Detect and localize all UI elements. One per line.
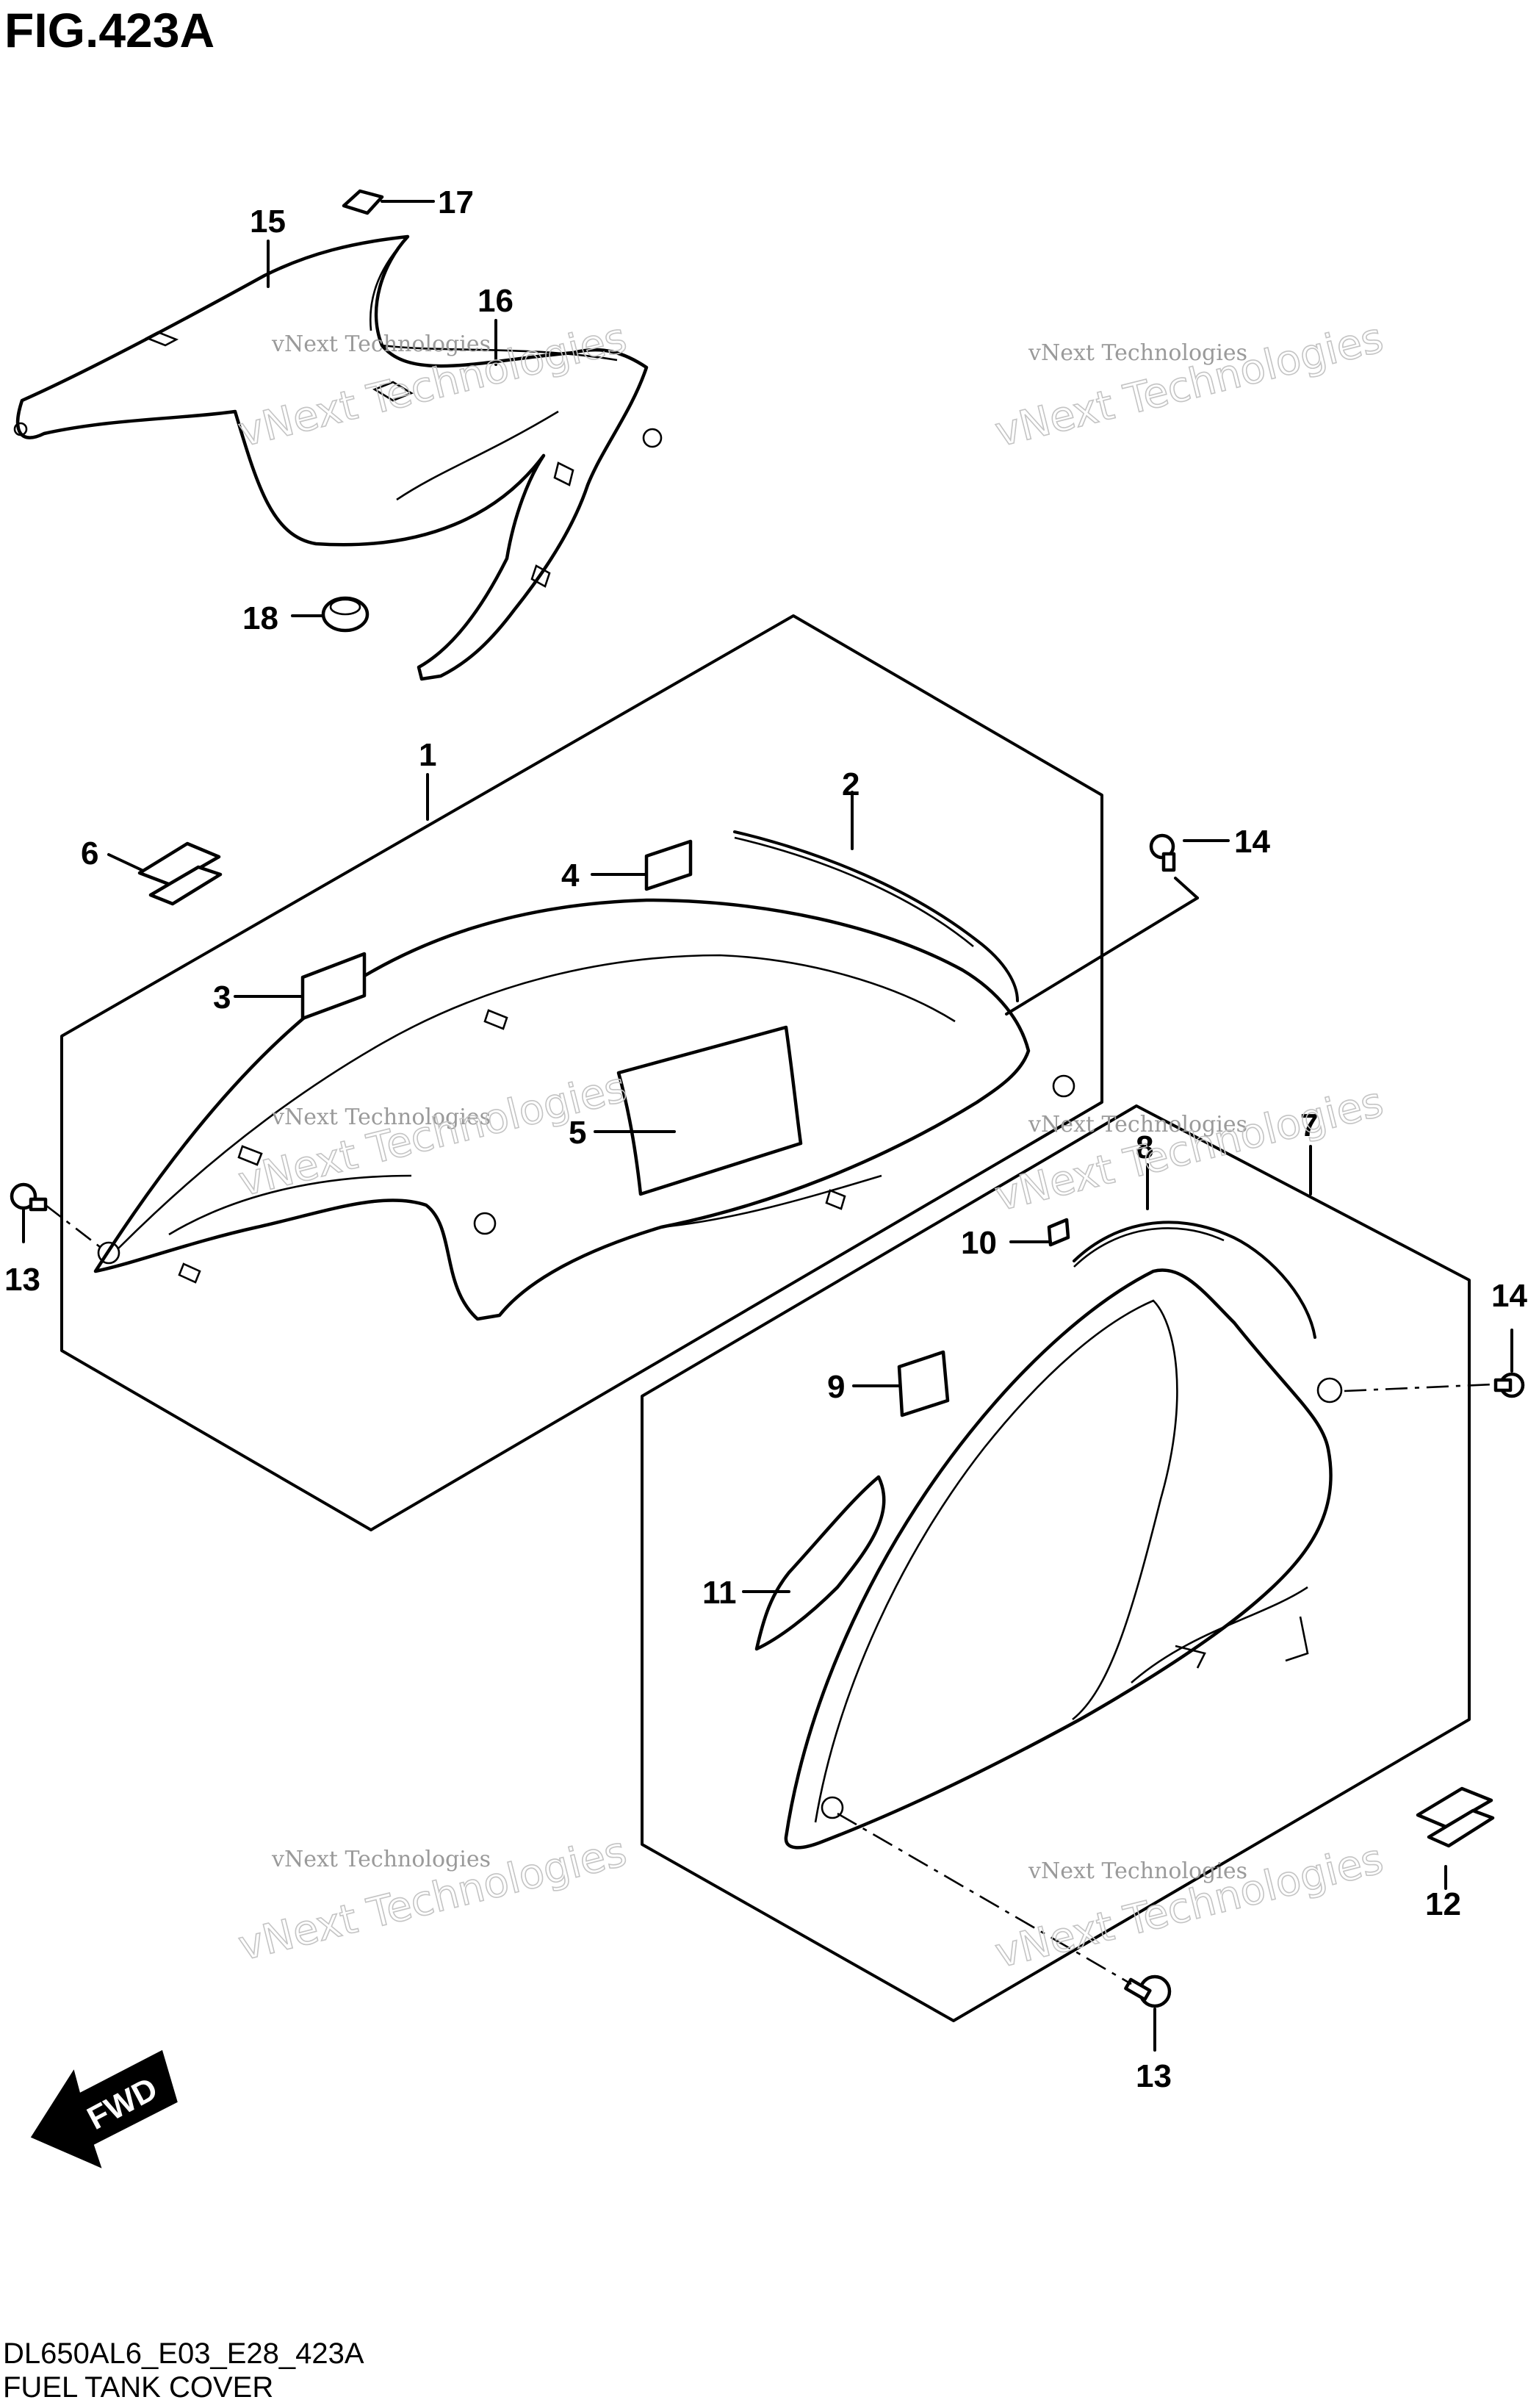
callout-14-upper: 14 — [1234, 824, 1270, 860]
bolt-13-left — [10, 1182, 48, 1212]
trim-11 — [754, 1475, 886, 1651]
callout-7: 7 — [1300, 1107, 1318, 1143]
assembly-outline-left — [60, 614, 1103, 1531]
bolt-14-right — [1493, 1372, 1525, 1398]
svg-text:vNext Technologies: vNext Technologies — [271, 1847, 491, 1872]
assembly-outline-right — [641, 1104, 1471, 2022]
pad-9 — [897, 1350, 950, 1417]
svg-text:vNext Technologies: vNext Technologies — [990, 1078, 1388, 1221]
callout-14-right: 14 — [1491, 1278, 1527, 1314]
callout-8: 8 — [1136, 1129, 1153, 1165]
callout-16: 16 — [478, 283, 513, 319]
right-tank-cover-part — [784, 1268, 1343, 1850]
svg-text:vNext Technologies: vNext Technologies — [990, 1835, 1388, 1977]
bolt-13-bottom — [1124, 1974, 1172, 2008]
figure-name: FUEL TANK COVER — [3, 2371, 273, 2404]
callout-10: 10 — [961, 1225, 997, 1261]
callout-12: 12 — [1425, 1886, 1461, 1922]
callout-2: 2 — [842, 766, 860, 802]
callout-4: 4 — [561, 858, 580, 894]
pad-3 — [300, 952, 367, 1021]
callout-5: 5 — [569, 1115, 586, 1151]
emblem-17 — [342, 189, 384, 215]
svg-text:vNext Technologies: vNext Technologies — [1028, 1858, 1247, 1884]
svg-text:vNext Technologies: vNext Technologies — [1028, 1112, 1247, 1137]
svg-text:vNext Technologies: vNext Technologies — [271, 1104, 491, 1130]
svg-text:vNext Technologies: vNext Technologies — [1028, 340, 1247, 366]
callout-18: 18 — [242, 600, 278, 636]
callout-13-left: 13 — [4, 1262, 40, 1298]
callout-6: 6 — [81, 835, 98, 871]
emblem-12 — [1416, 1786, 1495, 1848]
callout-1: 1 — [419, 737, 436, 773]
svg-text:vNext Technologies: vNext Technologies — [271, 331, 491, 357]
pad-10 — [1047, 1218, 1070, 1247]
callout-9: 9 — [827, 1369, 845, 1405]
callout-15: 15 — [250, 204, 286, 240]
callout-13-bottom: 13 — [1136, 2058, 1172, 2094]
pad-4 — [644, 839, 693, 891]
trim-strip-8 — [1073, 1221, 1316, 1339]
grommet-18 — [321, 596, 370, 633]
svg-text:vNext Technologies: vNext Technologies — [990, 314, 1388, 456]
fwd-arrow-icon: FWD — [30, 2049, 178, 2168]
callout-3: 3 — [213, 980, 231, 1016]
trim-strip-2 — [733, 830, 1019, 1002]
emblem-6 — [137, 841, 223, 906]
figure-code: DL650AL6_E03_E28_423A — [3, 2337, 364, 2370]
callout-11: 11 — [702, 1575, 737, 1611]
front-cover-part — [13, 234, 663, 681]
bolt-14-upper — [1149, 833, 1176, 872]
label-5 — [616, 1025, 803, 1196]
figure-title: FIG.423A — [4, 3, 215, 57]
callout-17: 17 — [438, 184, 474, 220]
